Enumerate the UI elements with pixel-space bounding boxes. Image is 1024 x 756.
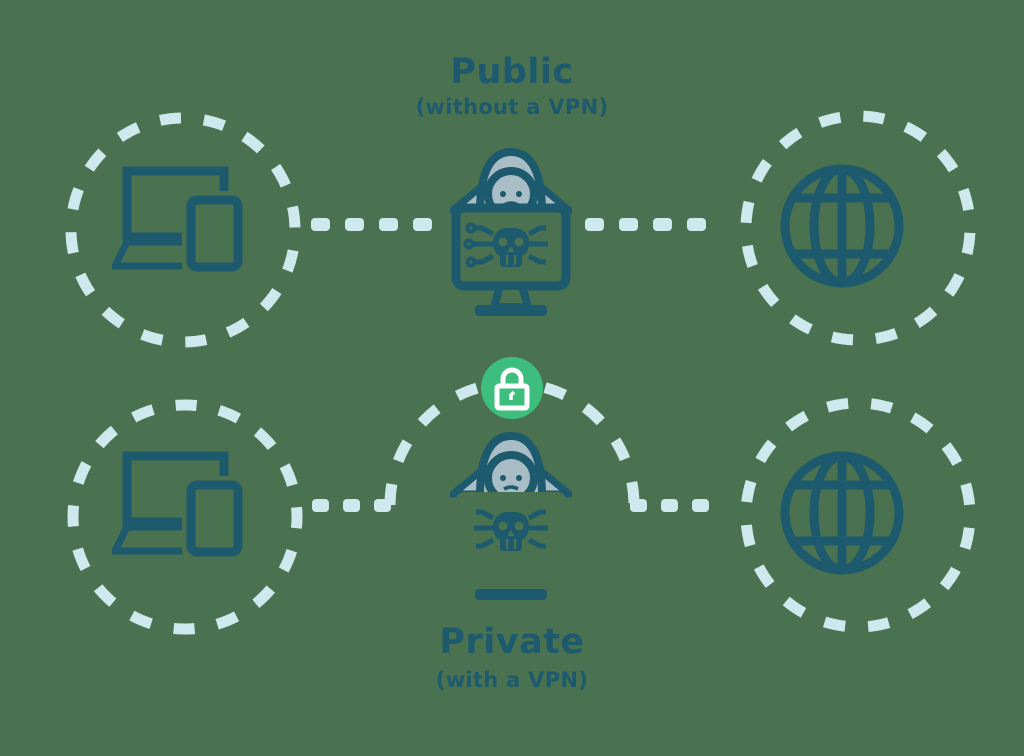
- private-title: Private: [439, 622, 585, 662]
- globe-icon: [780, 164, 904, 288]
- dashed-circle-top-right: [740, 110, 976, 346]
- globe-icon: [780, 451, 904, 575]
- hacker-icon-private: [450, 431, 572, 600]
- lock-badge: [481, 357, 543, 419]
- devices-icon: [112, 451, 246, 560]
- public-title: Public: [450, 52, 574, 92]
- devices-icon: [112, 166, 246, 275]
- connector-top-left: [311, 218, 432, 231]
- dashed-circle-bottom-right: [740, 397, 976, 633]
- dashed-circle-top-left: [65, 112, 301, 348]
- hacker-icon-public: [450, 147, 572, 316]
- padlock-icon: [494, 367, 530, 411]
- connector-top-right: [585, 218, 706, 231]
- connector-bottom-left: [312, 499, 391, 512]
- private-subtitle: (with a VPN): [435, 668, 589, 692]
- public-subtitle: (without a VPN): [415, 95, 609, 119]
- dashed-circle-bottom-left: [67, 399, 303, 635]
- connector-bottom-right: [630, 499, 709, 512]
